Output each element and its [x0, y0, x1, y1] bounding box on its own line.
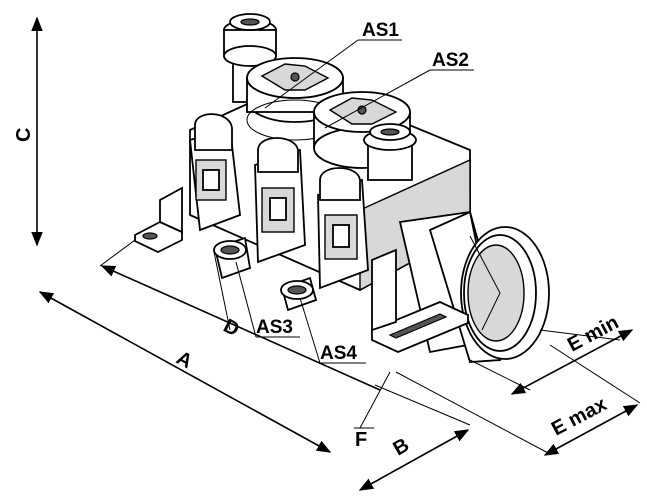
valve-module-1 [189, 113, 241, 232]
label-dim-d: D [220, 315, 243, 341]
label-dim-b: B [390, 434, 414, 460]
label-dim-emax: E max [548, 393, 610, 440]
right-bracket [371, 248, 469, 353]
manifold-assembly [134, 13, 550, 363]
label-dim-c: C [13, 128, 35, 142]
left-bracket [134, 186, 183, 254]
dimension-lines [31, 16, 641, 491]
label-dim-emin: E min [564, 311, 622, 356]
outlet-as4 [280, 276, 318, 312]
valve-module-3 [317, 167, 369, 290]
dim-emin-line [510, 329, 634, 395]
dim-emax-line [543, 404, 639, 456]
outlet-as3 [213, 236, 252, 280]
label-as2: AS2 [432, 50, 469, 71]
dim-d-line [100, 265, 381, 391]
air-vent-right [363, 123, 417, 181]
dim-a-line [38, 291, 332, 453]
air-vent-left [223, 13, 277, 103]
label-dim-a: A [173, 347, 196, 373]
label-as1: AS1 [362, 20, 399, 41]
label-as3: AS3 [256, 317, 293, 338]
callout-leaders [235, 39, 474, 364]
label-dim-f: F [355, 429, 367, 451]
valve-module-2 [254, 137, 306, 264]
label-as4: AS4 [320, 343, 357, 364]
dim-b-line [358, 429, 470, 491]
